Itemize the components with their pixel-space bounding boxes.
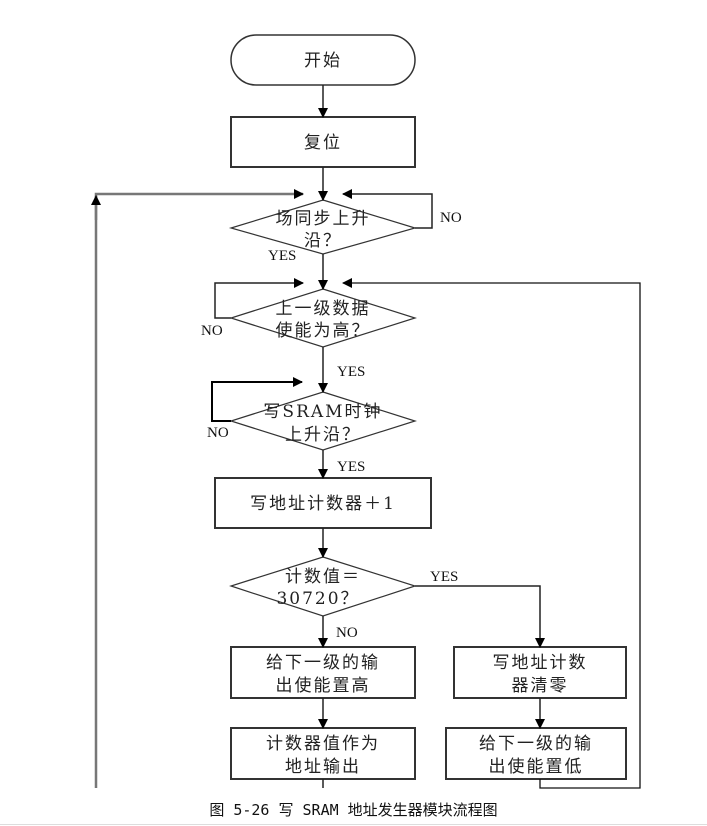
- compare-no-label: NO: [336, 625, 358, 641]
- edge-compare-yes: [415, 585, 545, 648]
- start-label: 开始: [304, 51, 342, 71]
- enable-no-label: NO: [201, 323, 223, 339]
- vsync-yes-label: YES: [268, 248, 296, 264]
- figure-caption: 图 5-26 写 SRAM 地址发生器模块流程图: [209, 801, 498, 819]
- edge-wclk-no-loop: [211, 377, 303, 422]
- enable-high-label-line2: 出使能置高: [276, 675, 371, 696]
- clear-label-line2: 器清零: [512, 676, 569, 696]
- increment-box: [214, 477, 432, 529]
- vsync-label-line2: 沿？: [304, 231, 342, 251]
- clear-box: [453, 646, 627, 699]
- wclk-label-line2: 上升沿？: [285, 425, 361, 445]
- enable-low-label-line2: 出使能置低: [489, 756, 584, 777]
- vsync-no-label: NO: [440, 210, 462, 226]
- compare-label-line2: 30720？: [276, 589, 359, 609]
- enable-low-label-line1: 给下一级的输: [479, 734, 593, 754]
- enable-high-label-line1: 给下一级的输: [266, 653, 380, 673]
- clear-label-line1: 写地址计数: [493, 653, 588, 673]
- increment-label: 写地址计数器＋1: [250, 494, 396, 514]
- enable-label-line1: 上一级数据: [276, 299, 371, 319]
- wclk-no-label: NO: [207, 425, 229, 441]
- enable-yes-label: YES: [337, 364, 365, 380]
- reset-label: 复位: [304, 133, 342, 153]
- vsync-label-line1: 场同步上升: [276, 209, 371, 229]
- edge-enable-no-loop: [214, 278, 304, 319]
- wclk-label-line1: 写SRAM时钟: [263, 402, 382, 422]
- address-output-label-line2: 地址输出: [285, 757, 361, 777]
- compare-label-line1: 计数值＝: [285, 567, 361, 587]
- edge-vsync-no-loop: [342, 189, 433, 229]
- edge-enablelow-loop: [342, 278, 641, 789]
- reset-box: [230, 116, 416, 168]
- divider: [0, 824, 707, 825]
- address-output-label-line1: 计数器值作为: [266, 734, 380, 754]
- wclk-yes-label: YES: [337, 459, 365, 475]
- edge-outer-loop: [94, 189, 304, 788]
- enable-label-line2: 使能为高？: [276, 320, 371, 341]
- compare-yes-label: YES: [430, 569, 458, 585]
